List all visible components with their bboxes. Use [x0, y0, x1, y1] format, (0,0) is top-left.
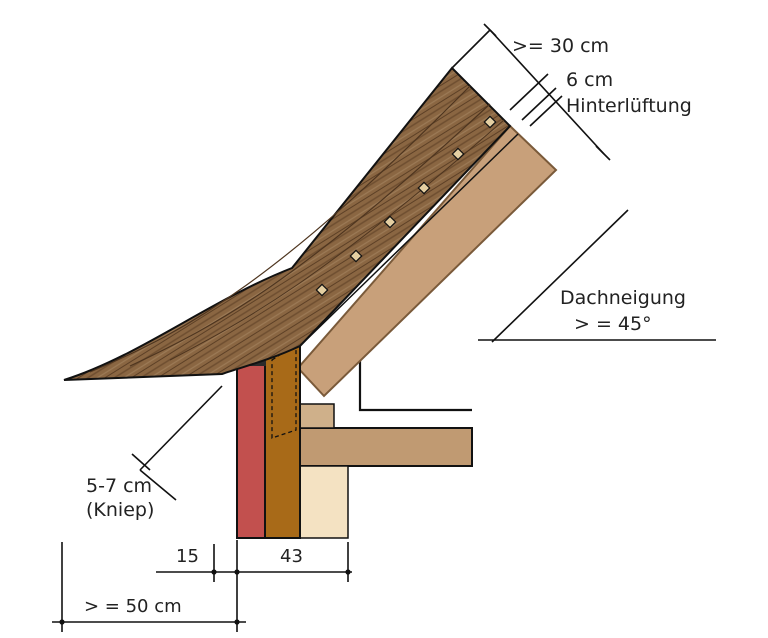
embedded-post-dashed	[271, 342, 297, 439]
ventilation-batten-line	[299, 133, 519, 347]
overhang-label: (Kniep)	[86, 499, 154, 521]
dimension-50: > = 50 cm	[84, 596, 182, 617]
thickness-dimension	[451, 23, 611, 161]
ceiling-beam	[297, 427, 473, 467]
dimension-ticks	[59, 569, 351, 625]
overhang-dimension	[131, 385, 223, 501]
ventilation-dimension	[509, 73, 563, 127]
overhang-size-label: 5-7 cm	[86, 475, 152, 497]
rafter	[296, 124, 558, 398]
thickness-label: >= 30 cm	[512, 35, 609, 57]
pitch-value: > = 45°	[574, 313, 652, 335]
lath-markers	[315, 115, 497, 297]
thatch-layer	[63, 66, 512, 381]
interior-outline	[358, 340, 472, 412]
ventilation-size-label: 6 cm	[566, 69, 613, 91]
dimension-43: 43	[280, 546, 303, 567]
wall-plate-block	[299, 403, 335, 429]
ventilation-label: Hinterlüftung	[566, 95, 692, 117]
exterior-plaster-layer	[236, 359, 266, 539]
thatch-strand	[129, 103, 491, 367]
pitch-slope-line	[491, 209, 629, 343]
dimension-15: 15	[176, 546, 199, 567]
ceiling-insulation	[299, 465, 349, 539]
pitch-label: Dachneigung	[560, 287, 686, 309]
thatch-strand	[169, 119, 505, 361]
thatch-strand	[89, 85, 471, 373]
bottom-dimensions	[52, 540, 352, 632]
